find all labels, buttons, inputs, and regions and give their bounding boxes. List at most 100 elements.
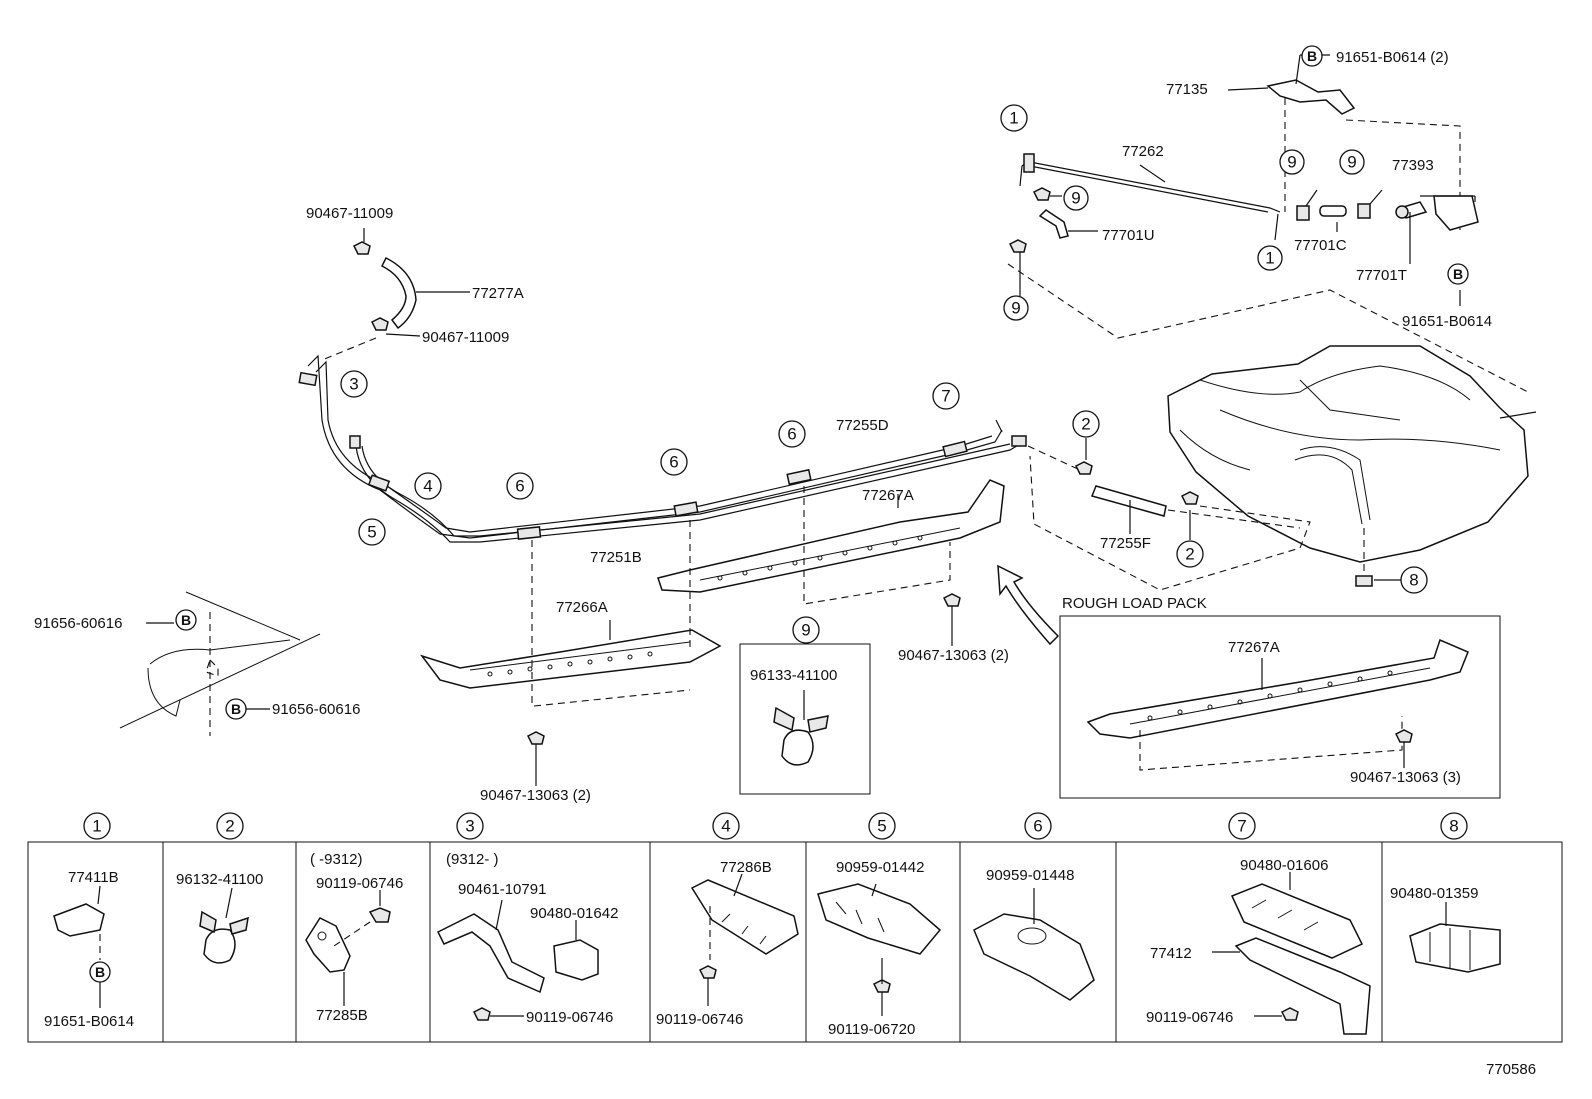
- callout-circle-b: [1301, 45, 1323, 67]
- hose-77255f: [1090, 485, 1167, 517]
- callout-number-seven: 7: [941, 387, 950, 406]
- callout-circle-two: [1176, 540, 1204, 568]
- callout-circle-three: [456, 812, 484, 840]
- callout-circle-b: [175, 609, 197, 631]
- label-96133-41100: 96133-41100: [750, 667, 837, 684]
- label-77285b: 77285B: [316, 1007, 368, 1024]
- callout-number-one: 1: [92, 817, 101, 836]
- callout-number-b: B: [181, 612, 191, 628]
- bracket-77135: [1266, 79, 1356, 115]
- label-90461-10791: 90461-10791: [458, 881, 546, 898]
- callout-circle-one: [1257, 245, 1283, 271]
- callout-number-nine: 9: [801, 621, 810, 640]
- label-90480-01606: 90480-01606: [1240, 857, 1328, 874]
- callout-number-two: 2: [1185, 545, 1194, 564]
- label-77255f: 77255F: [1100, 535, 1151, 552]
- label-77135: 77135: [1166, 81, 1208, 98]
- label-91651-b0614-t1: 91651-B0614: [44, 1013, 134, 1030]
- callout-number-b: B: [231, 701, 241, 717]
- callout-number-seven: 7: [1237, 817, 1246, 836]
- label-90480-01359: 90480-01359: [1390, 885, 1478, 902]
- callout-number-six: 6: [669, 453, 678, 472]
- bracket-77285b: [305, 917, 351, 973]
- label-range-9312b: (9312- ): [446, 851, 499, 868]
- callout-number-three: 3: [465, 817, 474, 836]
- bracket-77412: [1234, 937, 1371, 1035]
- callout-number-one: 1: [1265, 249, 1274, 268]
- callout-circle-three: [340, 370, 368, 398]
- callout-number-two: 2: [1081, 415, 1090, 434]
- detail-box-9: [739, 643, 871, 795]
- callout-number-b: B: [1453, 266, 1463, 282]
- label-range-9312: ( -9312): [310, 851, 363, 868]
- callout-number-six: 6: [1033, 817, 1042, 836]
- callout-circle-two: [1072, 410, 1100, 438]
- label-77412: 77412: [1150, 945, 1192, 962]
- protector-77267a-rlp: [1086, 638, 1469, 739]
- label-rough-load-pack: ROUGH LOAD PACK: [1062, 595, 1207, 612]
- callout-circle-six: [660, 448, 688, 476]
- callout-number-nine: 9: [1011, 299, 1020, 318]
- label-96132-41100: 96132-41100: [176, 871, 263, 888]
- callout-number-one: 1: [1009, 109, 1018, 128]
- pipe-77262: [1029, 161, 1281, 213]
- callout-circle-nine: [1279, 149, 1305, 175]
- callout-number-eight: 8: [1449, 817, 1458, 836]
- callout-circle-one: [83, 812, 111, 840]
- label-90119-06746-t4: 90119-06746: [656, 1011, 743, 1028]
- clip-90480-01359: [1409, 923, 1501, 973]
- label-91656-60616-bottom: 91656-60616: [272, 701, 360, 718]
- label-90119-06746-t7: 90119-06746: [1146, 1009, 1233, 1026]
- callout-circle-six: [778, 420, 806, 448]
- clamp-96132-41100: [203, 928, 236, 964]
- main-fuel-lines: [298, 228, 1311, 786]
- callout-number-b: B: [1307, 48, 1317, 64]
- callout-circle-b: [89, 961, 111, 983]
- callout-circle-b: [1447, 263, 1469, 285]
- label-90119-06746-t3: 90119-06746: [316, 875, 403, 892]
- callout-number-two: 2: [225, 817, 234, 836]
- callout-number-eight: 8: [1409, 571, 1418, 590]
- label-77411b: 77411B: [68, 869, 119, 886]
- callout-circle-eight: [1440, 812, 1468, 840]
- protector-77266a: [419, 629, 722, 689]
- part-labels: 91651-B0614 (2) 77135 77262 77393 77701U…: [34, 49, 1536, 1078]
- callout-number-four: 4: [721, 817, 730, 836]
- hose-77277a: [380, 256, 417, 330]
- label-90467-13063-rlp: 90467-13063 (3): [1350, 769, 1461, 786]
- callout-circle-five: [868, 812, 896, 840]
- callout-circle-nine: [1063, 185, 1089, 211]
- callout-circle-seven: [932, 382, 960, 410]
- fuel-tank: [1167, 345, 1537, 587]
- callout-number-nine: 9: [1347, 153, 1356, 172]
- protector-77267a: [657, 479, 1005, 593]
- callout-circle-nine: [792, 616, 820, 644]
- canister-77393: [1433, 195, 1479, 231]
- callout-number-six: 6: [787, 425, 796, 444]
- arrow-to-rough-load-pack: [997, 564, 1060, 646]
- label-91651-b0614: 91651-B0614: [1402, 313, 1492, 330]
- callout-number-six: 6: [515, 477, 524, 496]
- callout-circle-four: [712, 812, 740, 840]
- label-77255d: 77255D: [836, 417, 889, 434]
- cushion-90480-01642: [553, 939, 599, 981]
- bracket-90461-10791: [436, 913, 545, 994]
- diagram-id: 770586: [1486, 1061, 1536, 1078]
- clamp-90959-01442: [817, 883, 942, 955]
- callout-circle-nine: [1339, 149, 1365, 175]
- label-90959-01448: 90959-01448: [986, 867, 1074, 884]
- label-77251b: 77251B: [590, 549, 642, 566]
- label-90467-11009-bottom: 90467-11009: [422, 329, 509, 346]
- label-90467-11009-top: 90467-11009: [306, 205, 393, 222]
- label-90467-13063-mid: 90467-13063 (2): [898, 647, 1009, 664]
- callout-circle-two: [216, 812, 244, 840]
- label-90467-13063-left: 90467-13063 (2): [480, 787, 591, 804]
- label-91656-60616-top: 91656-60616: [34, 615, 122, 632]
- pipe-77255d: [355, 443, 1021, 543]
- callout-circle-one: [1000, 104, 1028, 132]
- callout-circle-four: [414, 472, 442, 500]
- callout-number-five: 5: [877, 817, 886, 836]
- label-77277a: 77277A: [472, 285, 524, 302]
- clamp-77286b: [690, 879, 799, 955]
- label-91651-b0614-2: 91651-B0614 (2): [1336, 49, 1449, 66]
